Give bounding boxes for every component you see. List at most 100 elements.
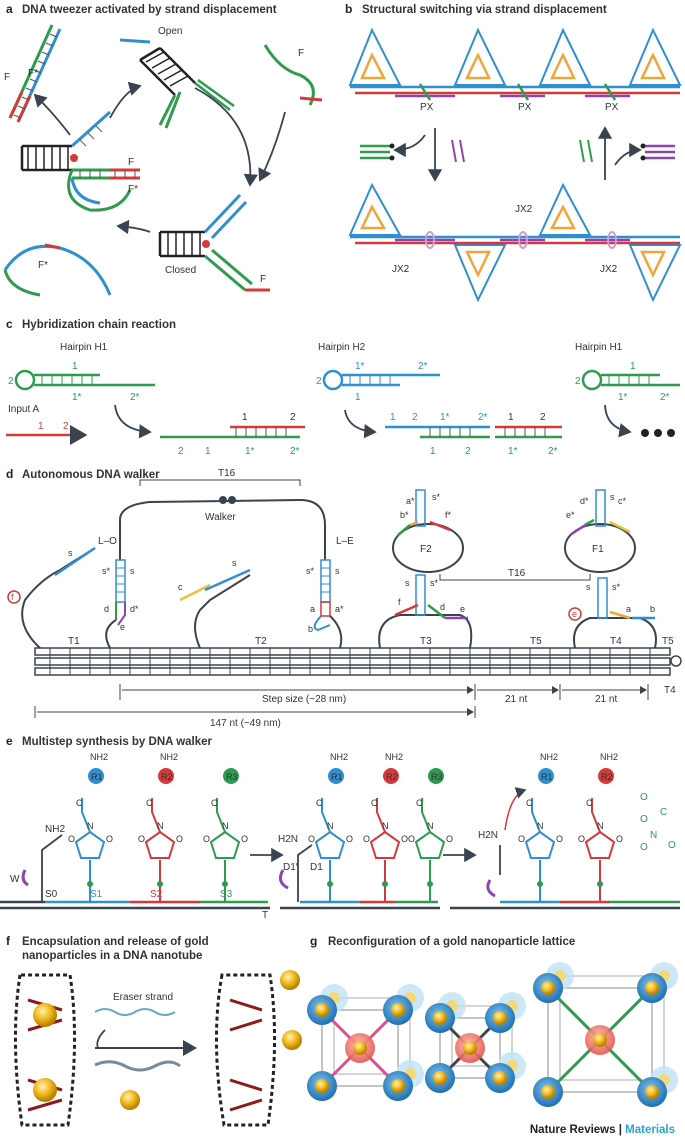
r-group-label: R1	[331, 772, 343, 782]
nhs-n: N	[157, 821, 164, 831]
d-label-ss-1: s*	[102, 566, 111, 576]
r-group-label: R2	[386, 772, 398, 782]
r-group-label: R1	[91, 772, 103, 782]
d-label-bs: b*	[400, 510, 409, 520]
panel-a: a DNA tweezer activated by strand displa…	[3, 2, 323, 297]
nhs-n: N	[222, 821, 229, 831]
d-label-s-2: s	[335, 566, 340, 576]
panel-d: d Autonomous DNA walker	[6, 467, 682, 729]
label-jx2-1: JX2	[515, 204, 533, 215]
duplex-waste	[94, 1060, 181, 1072]
hcr-product-1	[160, 425, 305, 439]
h2-label-1: 1	[355, 392, 361, 403]
nhs-o-left: O	[578, 834, 585, 844]
label-s0: S0	[45, 889, 58, 900]
input-label-2: 2	[63, 421, 69, 432]
cleaved-e	[568, 607, 582, 621]
p1-label-top-1: 1	[242, 412, 248, 423]
label-fstar-2: F*	[128, 184, 138, 195]
nhs-o-right: O	[176, 834, 183, 844]
nhs-o-right: O	[401, 834, 408, 844]
d-label-e-1: e	[120, 622, 125, 632]
lattice-cell-2	[425, 992, 526, 1093]
panel-c: c Hybridization chain reaction Hairpin H…	[6, 317, 680, 457]
p2-label-r2: 2	[540, 412, 546, 423]
nhs-c: C	[526, 798, 533, 808]
r-group-nh2: NH2	[385, 752, 403, 762]
r-group-nh2: NH2	[600, 752, 618, 762]
panel-f: f Encapsulation and release of gold nano…	[6, 934, 302, 1127]
h2-label-2s: 2*	[418, 361, 428, 372]
dimension-lines	[34, 684, 649, 718]
nanotube-closed	[13, 973, 77, 1127]
label-hairpin-h1-2: Hairpin H1	[575, 342, 623, 353]
panel-d-letter: d	[6, 467, 13, 481]
e-label-o-3: O	[668, 840, 676, 851]
h1l-label-2: 2	[8, 376, 14, 387]
r-group-nh2: NH2	[330, 752, 348, 762]
nhs-n: N	[382, 821, 389, 831]
e-label-o-2: O	[640, 814, 648, 825]
walker-hub-2	[228, 496, 236, 504]
hairpin-h2	[322, 369, 440, 391]
panel-b-letter: b	[345, 2, 352, 16]
label-f1: F1	[592, 544, 604, 555]
h1r-label-2: 2	[575, 376, 581, 387]
nhs-c: C	[146, 798, 153, 808]
tweezer-open	[119, 38, 235, 129]
h1r-label-1s: 1*	[618, 392, 628, 403]
label-hairpin-h1-1: Hairpin H1	[60, 342, 108, 353]
strand-f-top-red	[299, 96, 323, 102]
e-label-h2n-3: H2N	[478, 830, 498, 841]
nhs-o-left: O	[518, 834, 525, 844]
label-jx2-2: JX2	[392, 264, 410, 275]
r-group-label: R3	[431, 772, 443, 782]
walker-hub-1	[219, 496, 227, 504]
label-le: L–E	[336, 536, 354, 547]
label-lo: L–O	[98, 536, 117, 547]
tweezer-bound	[20, 110, 140, 212]
nhs-c: C	[371, 798, 378, 808]
p2-label-g1: 1	[430, 446, 436, 457]
ellipsis-dots	[641, 429, 675, 437]
nhs-n: N	[537, 821, 544, 831]
tweezer-closed	[158, 193, 270, 292]
d-label-ss-2: s*	[306, 566, 315, 576]
lattice-cells	[307, 962, 678, 1107]
label-f-2: F	[128, 157, 134, 168]
label-d1p: D1′	[283, 862, 298, 873]
r-group-label: R3	[226, 772, 238, 782]
fuel-f2	[392, 489, 464, 573]
h1l-label-1: 1	[72, 361, 78, 372]
strand-f-top	[263, 44, 315, 106]
d-label-fs: f*	[445, 510, 452, 520]
label-fstar-3: F*	[38, 260, 48, 271]
label-f2: F2	[420, 544, 432, 555]
label-t3: T3	[420, 636, 432, 647]
nhs-o-right: O	[446, 834, 453, 844]
e-label-o-4: O	[640, 842, 648, 853]
p1-label-2: 2	[178, 446, 184, 457]
d-label-ds-2: d*	[580, 496, 589, 506]
p2-label-r1: 1	[508, 412, 514, 423]
label-eraser: Eraser strand	[113, 992, 173, 1003]
label-fstar-1: F*	[28, 68, 38, 79]
d-label-ss-3: s*	[430, 578, 439, 588]
label-hairpin-h2: Hairpin H2	[318, 342, 366, 353]
walker-track	[34, 647, 682, 676]
label-w: W	[10, 874, 20, 885]
nhs-o-right: O	[106, 834, 113, 844]
nhs-c: C	[211, 798, 218, 808]
p2-label-g2s: 2*	[548, 446, 558, 457]
stem-le	[313, 559, 343, 649]
e-label-nh2-walker: NH2	[45, 824, 65, 835]
d-label-s-3: s	[232, 558, 237, 568]
d-label-d-2: d	[440, 602, 445, 612]
h2-label-1s: 1*	[355, 361, 365, 372]
nhs-c: C	[316, 798, 323, 808]
d-label-f-1: f	[398, 597, 401, 607]
panel-f-letter: f	[6, 934, 11, 948]
